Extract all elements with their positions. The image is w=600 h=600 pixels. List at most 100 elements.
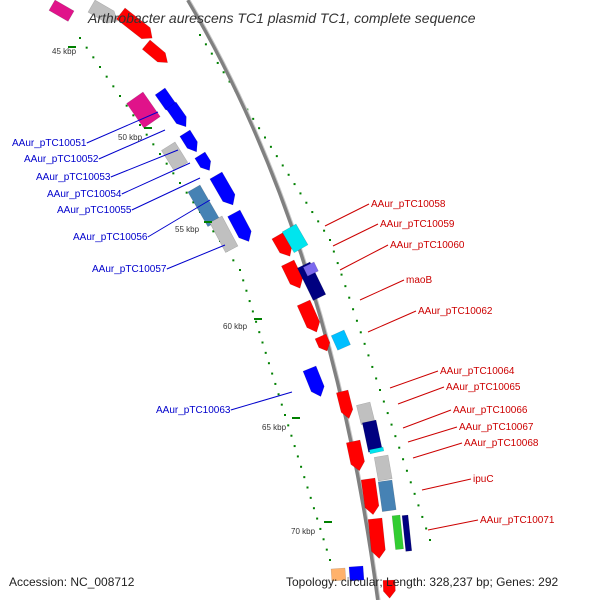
gene-feature-navy-shape <box>362 419 383 453</box>
gc-dot-outer <box>329 239 331 241</box>
gene-label-reverse: AAur_pTC10062 <box>418 306 493 317</box>
gc-dot-outer <box>405 469 408 472</box>
gene-feature-red <box>346 439 365 472</box>
gene-feature-blue <box>302 365 325 397</box>
accession-label: Accession: NC_008712 <box>9 575 135 589</box>
gc-dot-outer <box>394 435 397 438</box>
gc-dot-outer <box>287 173 290 176</box>
label-leader-line <box>230 391 293 411</box>
gene-label-forward: AAur_pTC10055 <box>57 205 132 216</box>
gc-dot-inner <box>125 104 128 107</box>
gc-dot-inner <box>172 172 175 175</box>
gene-label-reverse: AAur_pTC10064 <box>440 366 515 377</box>
gc-dot-outer <box>293 183 296 186</box>
gc-dot-inner <box>303 476 306 479</box>
gc-dot-inner <box>159 153 161 155</box>
gc-dot-inner <box>264 351 267 354</box>
gene-feature-steelblue-shape <box>377 479 397 512</box>
gc-dot-outer <box>359 331 362 334</box>
gc-dot-outer <box>348 296 351 299</box>
backbone-arc <box>186 0 380 600</box>
gc-dot-outer <box>323 229 326 232</box>
gene-feature-pink <box>126 91 161 129</box>
gene-feature-cyan-shape <box>369 446 385 455</box>
gc-dot-outer <box>305 201 308 204</box>
gc-dot-outer <box>355 319 358 322</box>
label-leader-line <box>402 409 452 429</box>
map-summary: Topology: circular; Length: 328,237 bp; … <box>286 575 559 589</box>
gc-dot-outer <box>228 80 231 83</box>
label-leader-line <box>110 149 179 178</box>
gene-feature-navy <box>362 419 383 453</box>
gc-dot-outer <box>281 164 284 167</box>
gc-dot-inner <box>242 279 245 282</box>
gc-dot-outer <box>344 285 347 288</box>
gene-feature-navy <box>401 514 413 552</box>
gc-dot-outer <box>382 400 385 403</box>
gene-feature-red <box>360 477 380 515</box>
gc-dot-inner <box>284 414 286 416</box>
gene-feature-red <box>296 299 321 333</box>
label-leader-line <box>324 203 370 227</box>
gene-label-forward: AAur_pTC10051 <box>12 138 87 149</box>
gc-dot-outer <box>332 250 335 253</box>
gene-feature-cyan <box>369 446 385 455</box>
gc-dot-outer <box>375 377 378 380</box>
gene-feature-grey <box>87 0 118 24</box>
gene-feature-slateblue-shape <box>302 261 319 277</box>
gc-dot-outer <box>409 481 412 484</box>
gene-feature-red <box>367 517 386 559</box>
scale-tick-label: 50 kbp <box>118 133 143 142</box>
label-leader-line <box>397 386 445 405</box>
gene-label-forward: AAur_pTC10053 <box>36 172 111 183</box>
gc-dot-inner <box>258 331 261 334</box>
gene-feature-red-shape <box>116 7 153 39</box>
gene-label-forward: AAur_pTC10057 <box>92 264 167 275</box>
gene-feature-red <box>314 333 331 352</box>
gc-content-track <box>79 34 431 561</box>
label-leader-line <box>131 177 201 211</box>
label-leader-line <box>166 244 226 270</box>
label-leader-line <box>427 519 479 531</box>
gc-dot-inner <box>139 124 141 126</box>
label-leader-line <box>389 370 439 389</box>
gc-dot-inner <box>192 201 195 204</box>
gene-feature-pink-shape <box>48 0 75 22</box>
gc-dot-inner <box>132 114 135 117</box>
label-leader-line <box>407 426 458 443</box>
gene-feature-red-shape <box>141 39 168 63</box>
gc-dot-inner <box>325 548 328 551</box>
gc-dot-inner <box>319 527 322 530</box>
gc-dot-inner <box>290 434 293 437</box>
gc-dot-inner <box>232 259 235 262</box>
gene-label-reverse: AAur_pTC10060 <box>390 240 465 251</box>
gc-dot-outer <box>398 446 401 449</box>
gc-dot-inner <box>248 300 251 303</box>
gene-feature-cyan <box>281 223 309 254</box>
gene-feature-blue-shape <box>302 365 325 397</box>
gene-feature-skyblue <box>330 329 351 351</box>
gc-dot-inner <box>309 496 312 499</box>
gc-dot-inner <box>300 465 303 468</box>
gc-dot-inner <box>112 85 115 88</box>
plasmid-backbone <box>186 0 381 600</box>
gc-dot-inner <box>306 486 309 489</box>
gene-feature-blue-shape <box>209 171 236 206</box>
gc-dot-inner <box>312 507 315 510</box>
gc-dot-outer <box>204 43 207 46</box>
label-leader-line <box>367 310 417 333</box>
gene-feature-grey <box>209 215 239 253</box>
gc-dot-inner <box>274 382 277 385</box>
gene-label-reverse: AAur_pTC10059 <box>380 219 455 230</box>
gene-label-forward: AAur_pTC10052 <box>24 154 99 165</box>
gc-dot-outer <box>425 527 428 530</box>
gc-dot-inner <box>99 66 101 68</box>
gc-dot-outer <box>402 458 405 461</box>
label-leader-line <box>412 442 463 459</box>
scale-tick-label: 45 kbp <box>52 47 77 56</box>
gene-feature-blue <box>179 129 198 153</box>
gc-dot-inner <box>179 182 181 184</box>
gc-dot-outer <box>390 423 393 426</box>
